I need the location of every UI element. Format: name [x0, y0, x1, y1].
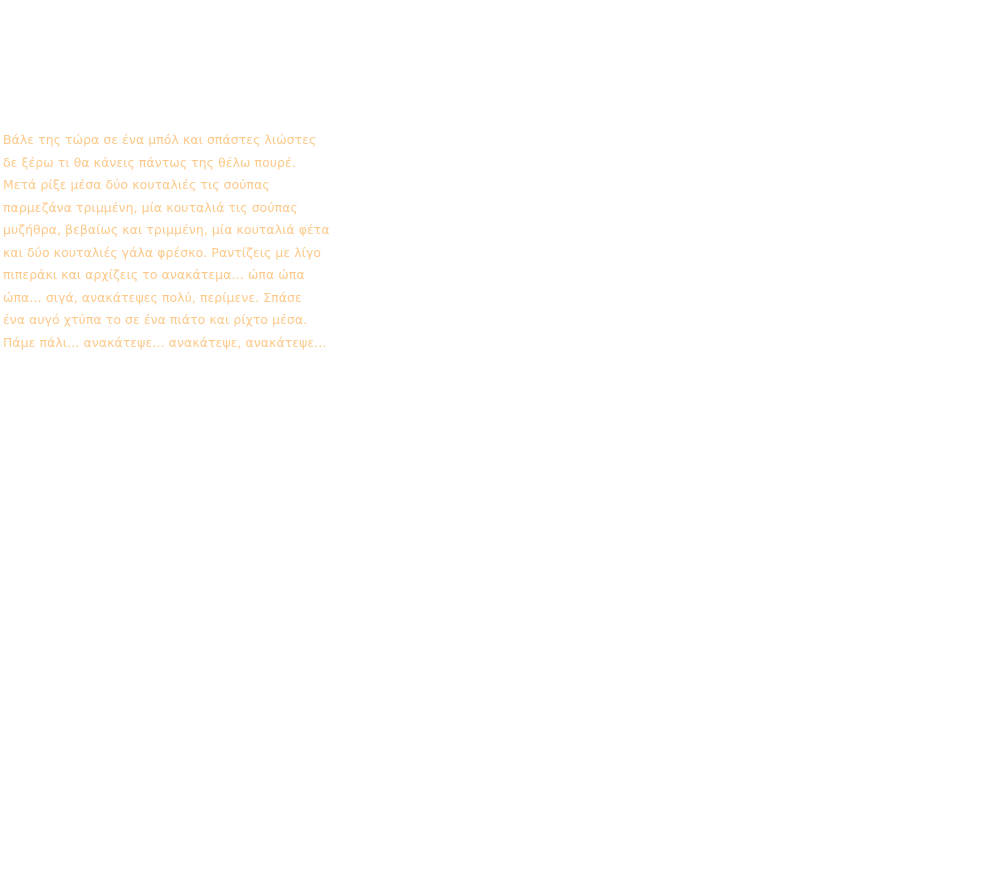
text-line-6: και δύο κουταλιές γάλα φρέσκο. Ραντίζεις…: [3, 244, 322, 260]
text-line-9: ένα αυγό χτύπα το σε ένα πιάτο και ρίχτο…: [3, 312, 308, 327]
text-line-3: Μετά ρίξε μέσα δύο κουταλιές τις σούπας: [3, 177, 270, 192]
text-line-8: ώπα… σιγά, ανακάτεψες πολύ, περίμενε. Σπ…: [3, 289, 302, 305]
text-line-5: μυζήθρα, βεβαίως και τριμμένη, μία κουτα…: [3, 222, 330, 237]
text-line-10: Πάμε πάλι… ανακάτεψε… ανακάτεψε, ανακάτε…: [3, 334, 327, 350]
text-line-1: Βάλε της τώρα σε ένα μπόλ και σπάστες λι…: [3, 132, 317, 147]
text-line-7: πιπεράκι και αρχίζεις το ανακάτεμα… ώπα …: [3, 267, 305, 282]
text-line-4: παρμεζάνα τριμμένη, μία κουταλιά τις σού…: [3, 199, 298, 215]
recipe-text-block: Βάλε της τώρα σε ένα μπόλ και σπάστες λι…: [3, 129, 343, 354]
text-line-2: δε ξέρω τι θα κάνεις πάντως της θέλω που…: [3, 154, 296, 170]
